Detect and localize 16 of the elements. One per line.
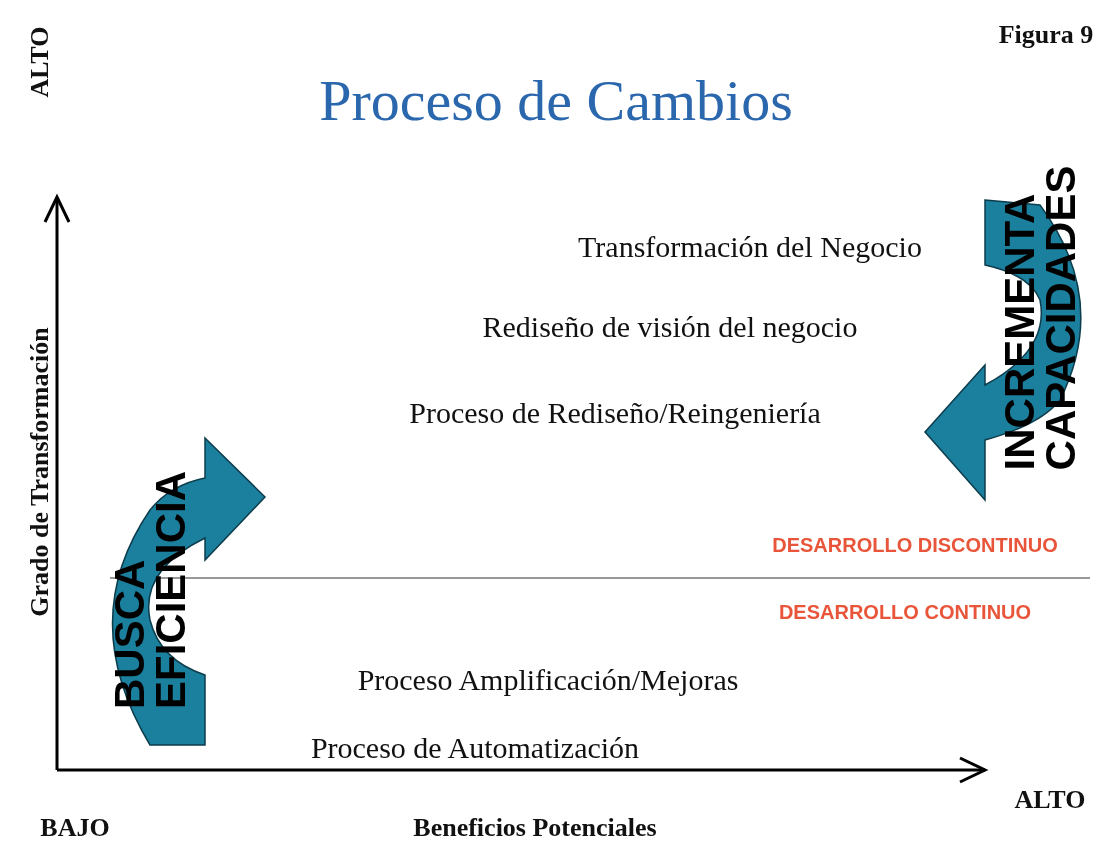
axis-label: ALTO <box>1014 785 1086 815</box>
arrow-label: INCREMENTA CAPACIDADES <box>998 165 1082 471</box>
figure-number: Figura 9 <box>998 20 1094 50</box>
arrow-label: BUSCA EFICIENCIA <box>108 471 192 709</box>
axis-label: BAJO <box>40 813 110 842</box>
level-label: Proceso de Rediseño/Reingeniería <box>409 396 821 430</box>
axis-label: Beneficios Potenciales <box>413 813 657 842</box>
zone-label: DESARROLLO DISCONTINUO <box>772 533 1058 557</box>
level-label: Rediseño de visión del negocio <box>482 310 858 344</box>
diagram-title: Proceso de Cambios <box>319 66 793 134</box>
axis-label: ALTO <box>25 26 55 98</box>
axis-label: Grado de Transformación <box>25 327 55 617</box>
level-label: Transformación del Negocio <box>578 230 922 264</box>
zone-label: DESARROLLO CONTINUO <box>778 600 1032 624</box>
level-label: Proceso de Automatización <box>310 731 640 765</box>
level-label: Proceso Amplificación/Mejoras <box>357 663 739 697</box>
